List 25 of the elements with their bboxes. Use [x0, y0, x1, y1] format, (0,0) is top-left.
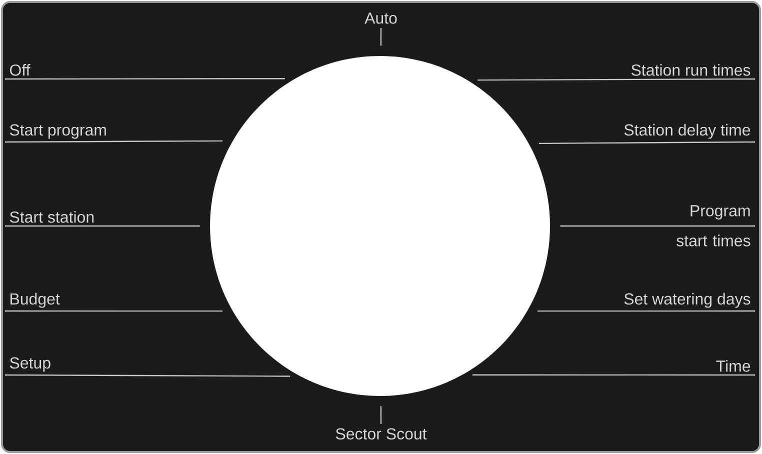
mode-label: Station delay time — [624, 124, 750, 139]
leader-line — [538, 141, 755, 144]
dial-circle — [210, 56, 550, 396]
leader-line — [5, 310, 223, 312]
leader-line — [5, 225, 200, 227]
mode-label: Sector Scout — [336, 428, 427, 440]
mode-label: Off — [10, 64, 30, 76]
mode-label: Start station — [10, 211, 94, 223]
mode-label: Station run times — [631, 64, 750, 76]
mode-label: Time — [716, 360, 750, 372]
leader-line — [5, 78, 285, 80]
leader-line — [478, 78, 755, 81]
mode-label: Budget — [10, 292, 60, 308]
leader-line — [380, 28, 382, 46]
leader-line — [537, 310, 755, 312]
leader-line — [560, 225, 755, 227]
mode-label: Auto — [364, 12, 397, 24]
leader-line — [472, 374, 755, 376]
leader-line — [380, 406, 382, 424]
mode-label: Program start times — [676, 205, 750, 246]
leader-line — [5, 374, 290, 377]
mode-label: Setup — [10, 357, 50, 372]
leader-line — [5, 140, 223, 143]
mode-label: Start program — [10, 124, 106, 139]
mode-label: Set watering days — [624, 292, 750, 308]
